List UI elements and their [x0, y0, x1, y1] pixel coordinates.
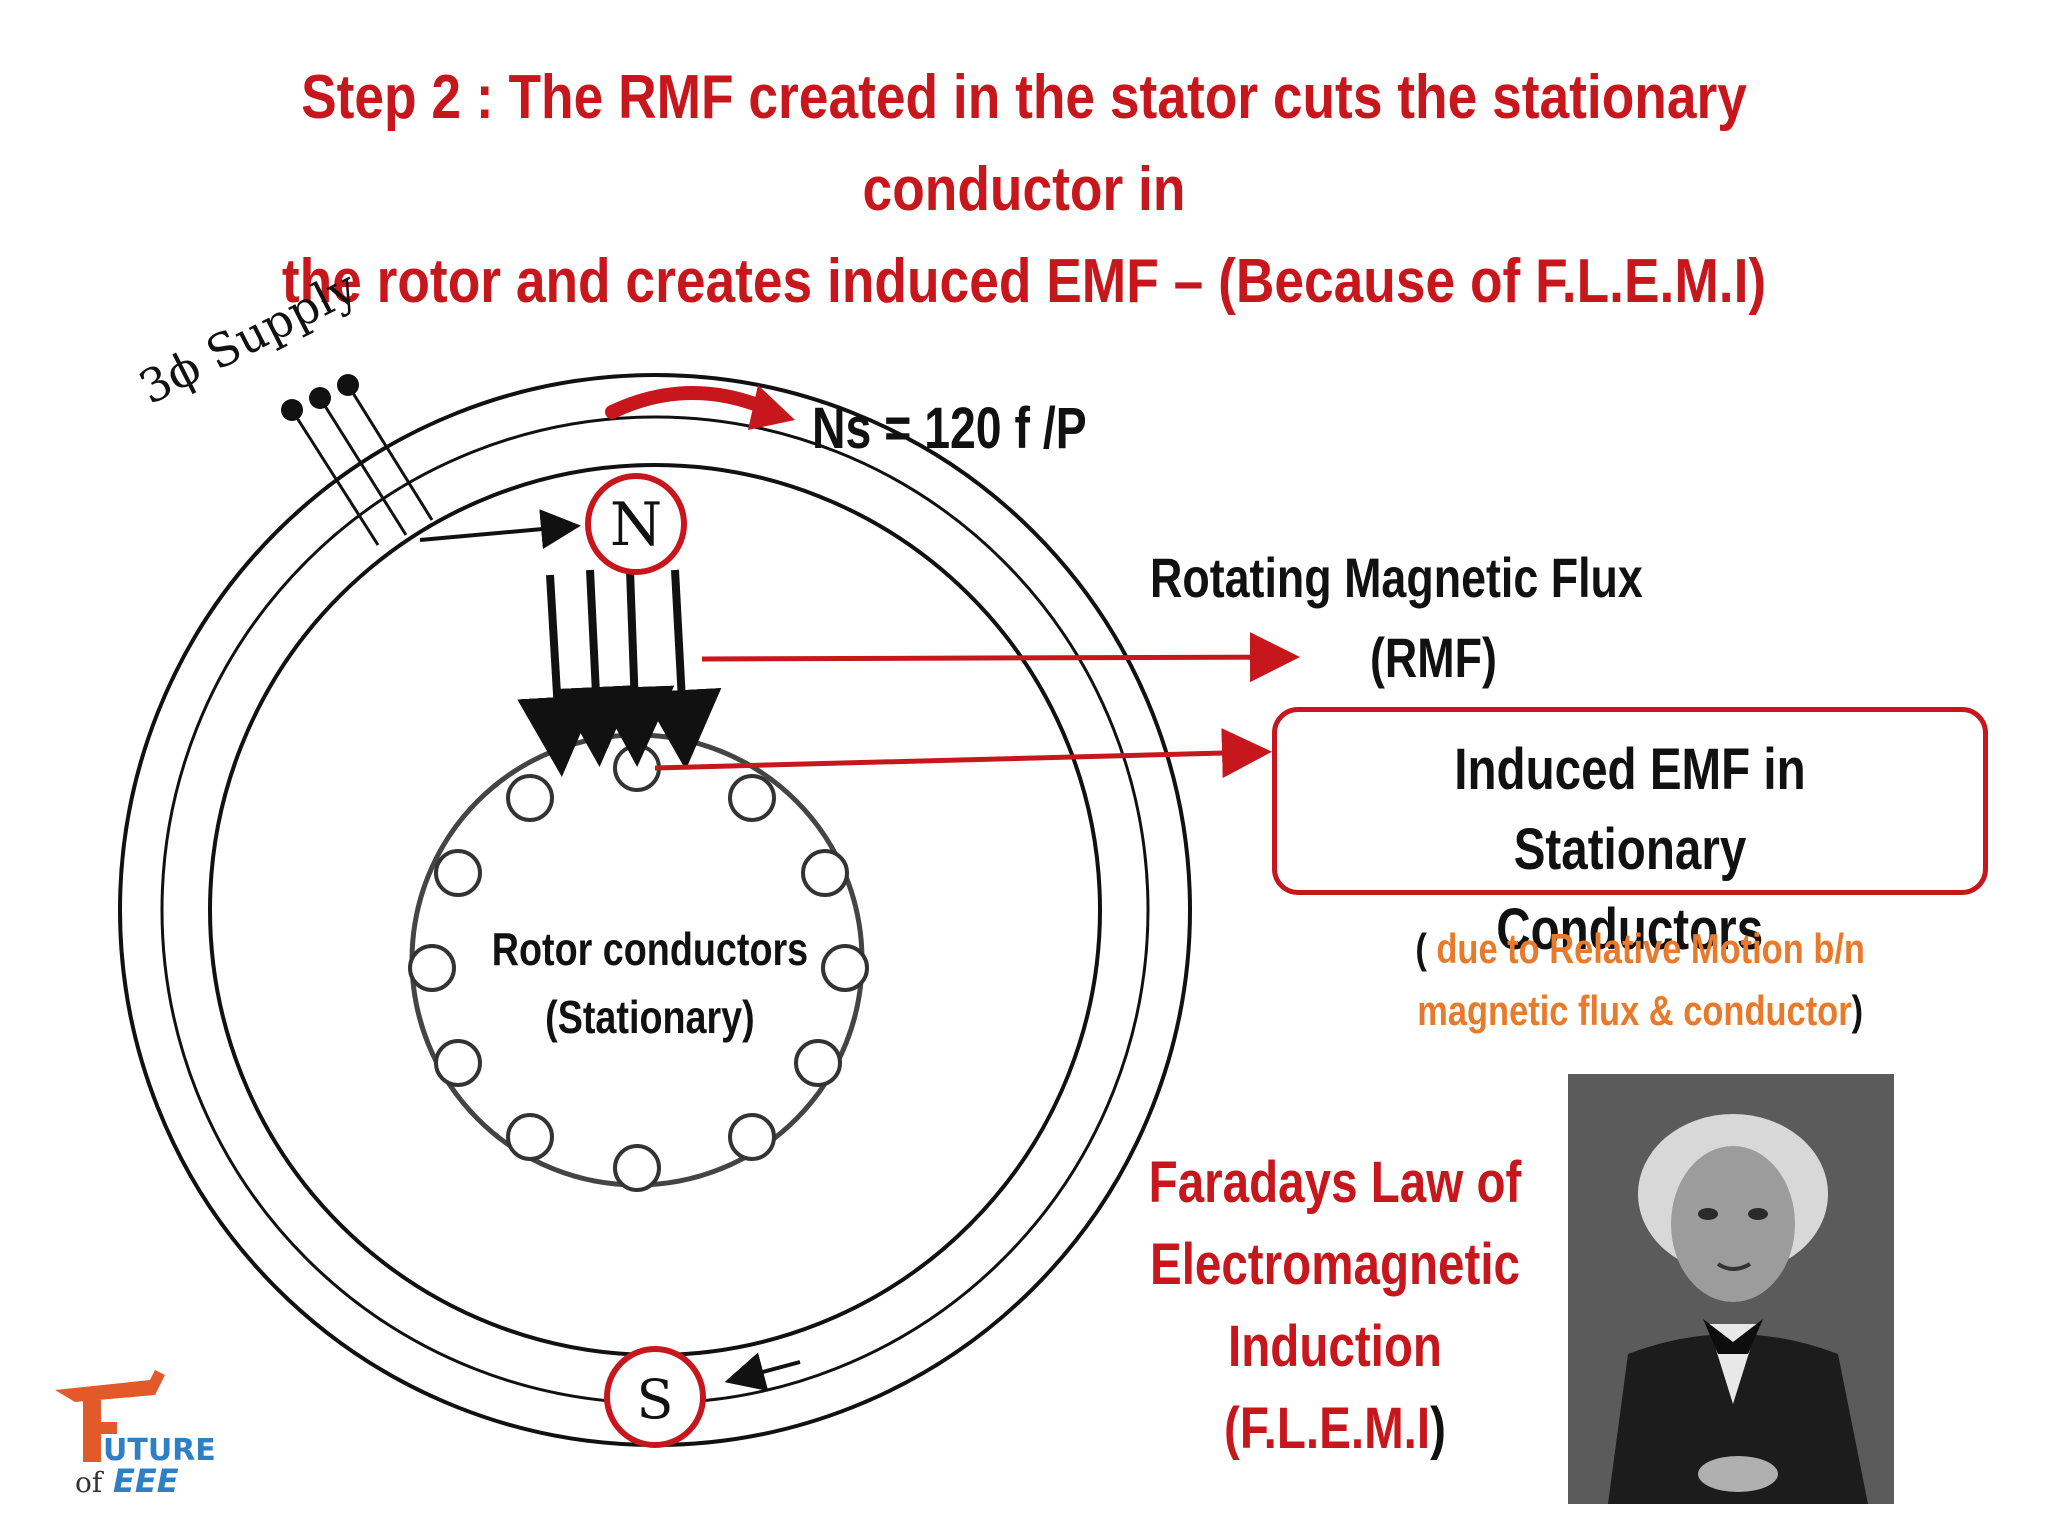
logo-word-uture: UTURE — [103, 1433, 216, 1468]
faraday-line-2: Electromagnetic — [1149, 1232, 1521, 1297]
synchronous-speed-formula: Ns = 120 f /P — [812, 396, 1087, 461]
title-line-1: Step 2 : The RMF created in the stator c… — [301, 63, 1747, 224]
faraday-law-label: Faradays Law of Electromagnetic Inductio… — [1085, 1142, 1585, 1470]
supply-leads — [290, 384, 434, 546]
slide-title: Step 2 : The RMF created in the stator c… — [178, 52, 1870, 328]
rotation-arrow — [605, 386, 777, 419]
faraday-line-3-close: ) — [1430, 1396, 1446, 1461]
flux-arrows — [517, 569, 722, 777]
north-pole: N — [585, 473, 687, 575]
rotor-label-line-2: (Stationary) — [545, 991, 755, 1043]
stator-inner-ring — [208, 463, 1102, 1357]
paren-open: ( — [1415, 925, 1437, 972]
induced-emf-line-1: Induced EMF in Stationary — [1454, 737, 1806, 882]
relative-motion-note: ( due to Relative Motion b/n magnetic fl… — [1340, 918, 1940, 1042]
portrait-illustration — [1568, 1074, 1894, 1504]
logo-word-of: of — [75, 1466, 105, 1499]
emf-pointer-arrow — [654, 728, 1272, 779]
supply-terminals — [281, 374, 359, 421]
relative-motion-line-2: magnetic flux & conductor — [1417, 987, 1852, 1034]
logo-graphic: UTURE of EEE — [55, 1370, 216, 1500]
title-line-2: the rotor and creates induced EMF – (Bec… — [281, 247, 1767, 316]
supply-label: 3ϕ Supply — [130, 260, 365, 415]
induced-emf-line-2: Conductors — [1496, 897, 1764, 962]
south-pole: S — [604, 1346, 706, 1448]
rmf-direction-arrow-bottom — [724, 1352, 801, 1392]
paren-close: ) — [1851, 987, 1863, 1034]
faraday-line-1: Faradays Law of — [1148, 1150, 1522, 1215]
induced-emf-text: Induced EMF in Stationary Conductors — [1277, 730, 1983, 970]
rotor-label: Rotor conductors (Stationary) — [440, 915, 860, 1051]
rmf-label-line-2: (RMF) — [1370, 626, 1497, 689]
faraday-line-3: Induction (F.L.E.M.I — [1224, 1314, 1442, 1461]
svg-text:S: S — [637, 1368, 674, 1431]
induced-emf-box: Induced EMF in Stationary Conductors — [1272, 707, 1988, 962]
logo-word-eee: EEE — [113, 1462, 179, 1500]
future-of-eee-logo: UTURE of EEE — [55, 1370, 285, 1500]
rmf-label-line-1: Rotating Magnetic Flux — [1150, 546, 1643, 609]
rmf-direction-arrow-top — [419, 509, 581, 550]
relative-motion-line-1: due to Relative Motion b/n — [1436, 925, 1865, 972]
rotation-arrowhead — [748, 385, 795, 430]
svg-text:N: N — [610, 490, 663, 560]
rotor-label-line-1: Rotor conductors — [491, 923, 809, 975]
faraday-portrait — [1568, 1074, 1894, 1504]
rmf-pointer-arrow — [701, 632, 1300, 683]
